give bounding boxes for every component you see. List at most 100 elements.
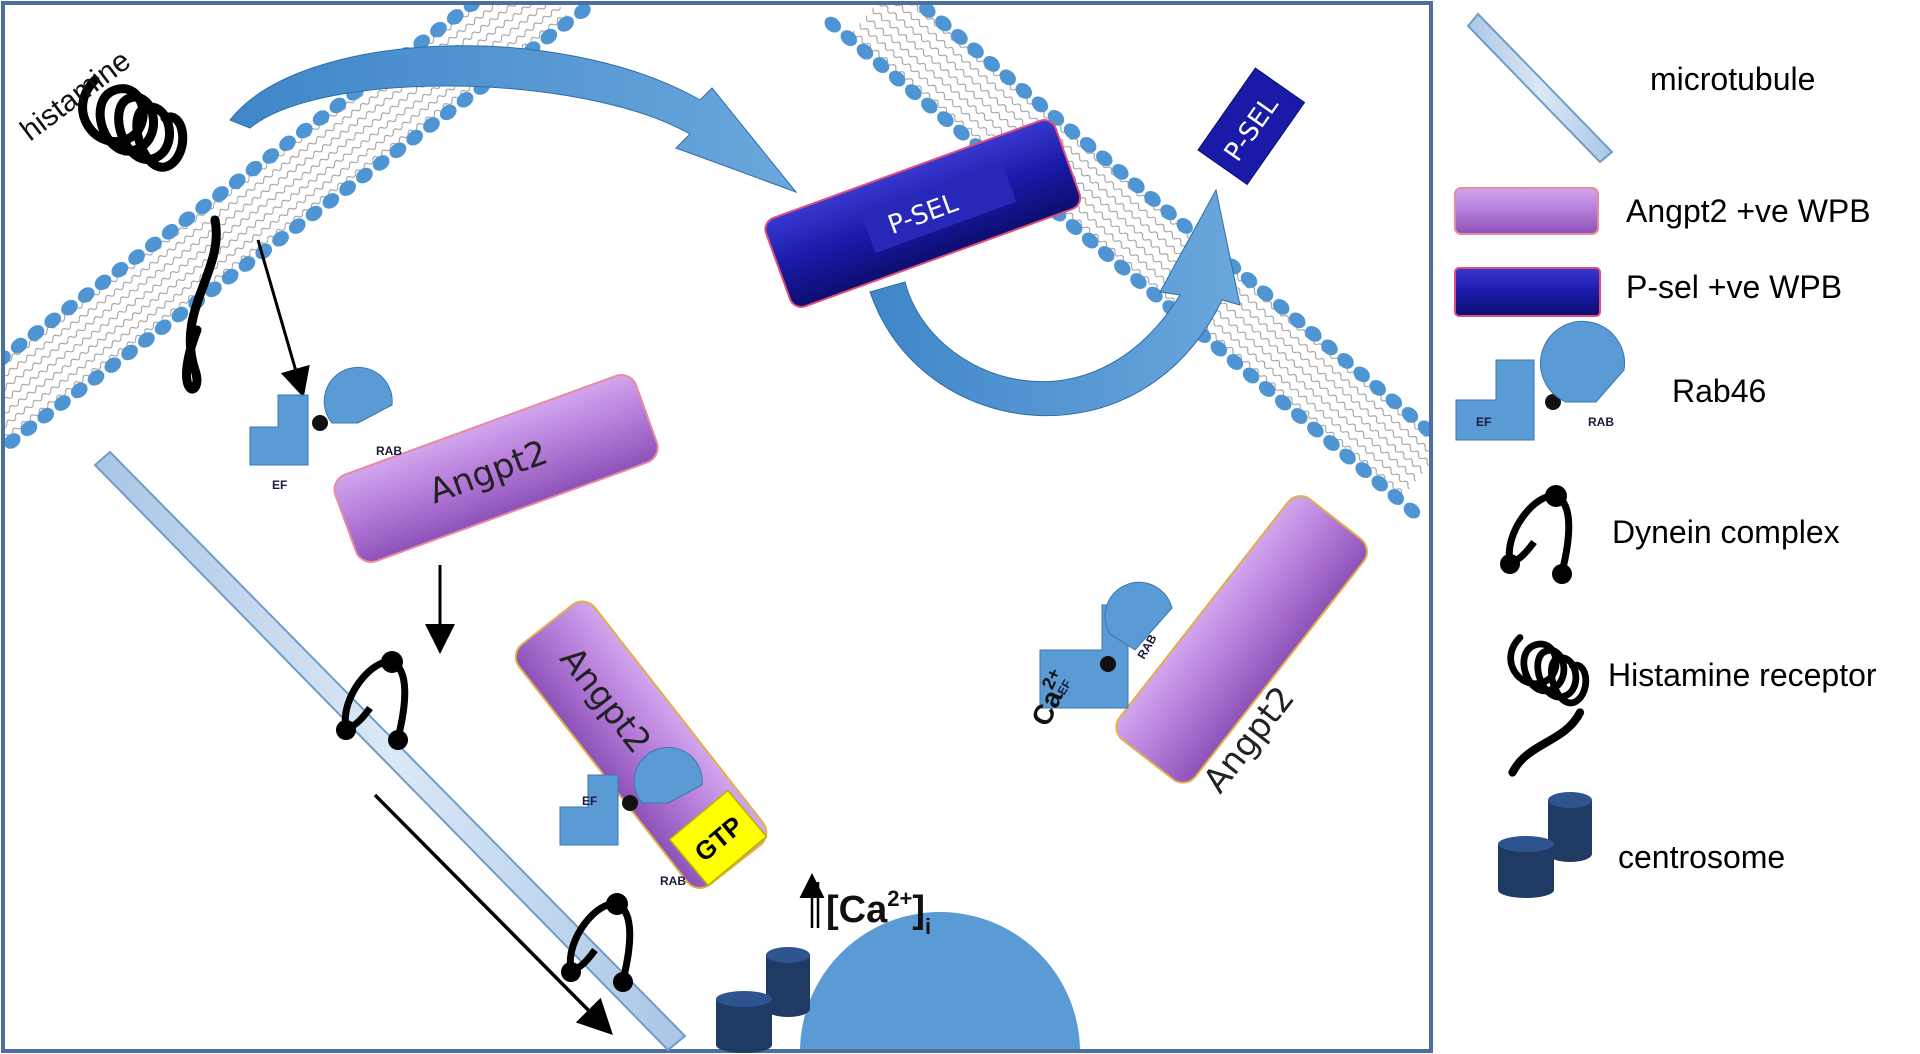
- microtubule: [93, 450, 687, 1052]
- lipid-head: [161, 224, 179, 240]
- lipid-head: [154, 319, 172, 336]
- lipid-head: [1431, 431, 1454, 453]
- lipid-head: [439, 104, 457, 121]
- legend-angpt2-icon: [1454, 187, 1599, 235]
- lipid-head: [195, 198, 212, 215]
- lipid-head: [1079, 137, 1097, 153]
- lipid-head: [212, 186, 229, 202]
- histamine-receptor: [83, 80, 221, 394]
- svg-text:Ca2+: Ca2+: [1023, 665, 1078, 730]
- conc-sub: i: [925, 914, 931, 939]
- lipid-head: [272, 230, 289, 247]
- calcium-increase: [Ca2+]i: [799, 873, 931, 939]
- legend-microtubule-icon: [1466, 12, 1614, 164]
- lipid-head: [557, 16, 574, 32]
- lipid-head: [1385, 393, 1403, 410]
- lipid-head: [1144, 191, 1161, 207]
- lipid-head: [372, 155, 390, 171]
- legend-psel-icon: [1454, 267, 1601, 317]
- lipid-head: [10, 337, 28, 354]
- lipid-head: [999, 69, 1016, 86]
- lipid-head: [1339, 448, 1356, 465]
- nucleus: [800, 912, 1080, 1049]
- lipid-head: [1289, 312, 1306, 329]
- lipid-head: [70, 382, 88, 399]
- lipid-head: [37, 407, 55, 424]
- lipid-head: [935, 15, 952, 32]
- lipid-head: [27, 325, 45, 341]
- lipid-head: [205, 281, 222, 298]
- lipid-head: [138, 332, 155, 348]
- legend-histamine-receptor-icon: [1511, 638, 1586, 777]
- rab-label-middle: RAB: [660, 874, 686, 888]
- lipid-head: [295, 122, 313, 139]
- lipid-head: [1063, 123, 1081, 140]
- lipid-head: [221, 268, 239, 285]
- angpt2-wpb-right: [1115, 495, 1368, 784]
- lipid-head: [406, 129, 424, 146]
- lipid-head: [1369, 379, 1386, 396]
- lipid-head: [1403, 502, 1421, 519]
- lipid-head: [1371, 475, 1388, 492]
- gtp-badge: GTP: [668, 789, 768, 887]
- lipid-head: [339, 180, 356, 196]
- ef-label-right: EF: [1054, 677, 1074, 697]
- lipid-head: [856, 43, 874, 60]
- lipid-head: [840, 30, 858, 46]
- legend-psel-label: P-sel +ve WPB: [1626, 269, 1842, 305]
- rab46-top: EF RAB: [249, 366, 402, 492]
- lipid-head: [983, 56, 1000, 72]
- lipid-head: [54, 395, 71, 411]
- lipid-head: [919, 5, 936, 18]
- rab-label: RAB: [376, 444, 402, 458]
- legend-angpt2-label: Angpt2 +ve WPB: [1626, 193, 1871, 229]
- lipid-head: [389, 142, 407, 159]
- lipid-head: [1130, 273, 1147, 289]
- lipid-head: [1305, 326, 1322, 342]
- lipid-head: [61, 299, 78, 316]
- lipid-head: [245, 160, 263, 177]
- lipid-head: [1128, 177, 1145, 194]
- lipid-head: [456, 91, 474, 108]
- lipid-head: [430, 21, 447, 38]
- lipid-head: [967, 42, 984, 59]
- arrow-receptor-to-rab46: [256, 239, 310, 398]
- legend-centrosome-label: centrosome: [1618, 839, 1785, 875]
- lipid-head: [1226, 354, 1244, 370]
- lipid-head: [1323, 435, 1340, 451]
- legend-dynein-icon: [1500, 485, 1572, 584]
- lipid-head: [262, 148, 280, 164]
- lipid-head: [322, 193, 340, 209]
- lipid-head: [953, 124, 970, 141]
- lipid-head: [1114, 259, 1131, 276]
- lipid-head: [1417, 420, 1429, 437]
- psel-wpb-main: P-SEL: [764, 119, 1082, 308]
- lipid-head: [329, 97, 347, 114]
- lipid-head: [87, 369, 105, 386]
- lipid-head: [1096, 150, 1113, 167]
- lipid-head: [1272, 299, 1290, 315]
- lipid-head: [1321, 339, 1338, 356]
- lipid-head: [463, 5, 481, 13]
- lipid-head: [1015, 83, 1033, 99]
- lipid-head: [171, 306, 189, 323]
- lipid-head: [104, 357, 122, 373]
- lipid-head: [305, 205, 323, 222]
- lipid-head: [1353, 366, 1370, 383]
- lipid-head: [1098, 246, 1115, 262]
- conc-open: [Ca: [826, 889, 888, 931]
- lipid-head: [1337, 353, 1354, 369]
- lipid-head: [1401, 406, 1419, 423]
- legend-rab46-label: Rab46: [1672, 373, 1766, 409]
- lipid-head: [111, 261, 129, 278]
- lipid-head: [1307, 421, 1324, 438]
- svg-text:[Ca2+]i: [Ca2+]i: [826, 886, 931, 939]
- lipid-head: [1176, 218, 1193, 234]
- lipid-head: [937, 111, 954, 127]
- legend-rab46-icon: EF RAB: [1455, 320, 1626, 441]
- lipid-head: [1242, 367, 1260, 384]
- lipid-head: [44, 312, 62, 329]
- lipid-head: [413, 34, 431, 51]
- legend-dynein-label: Dynein complex: [1612, 514, 1840, 550]
